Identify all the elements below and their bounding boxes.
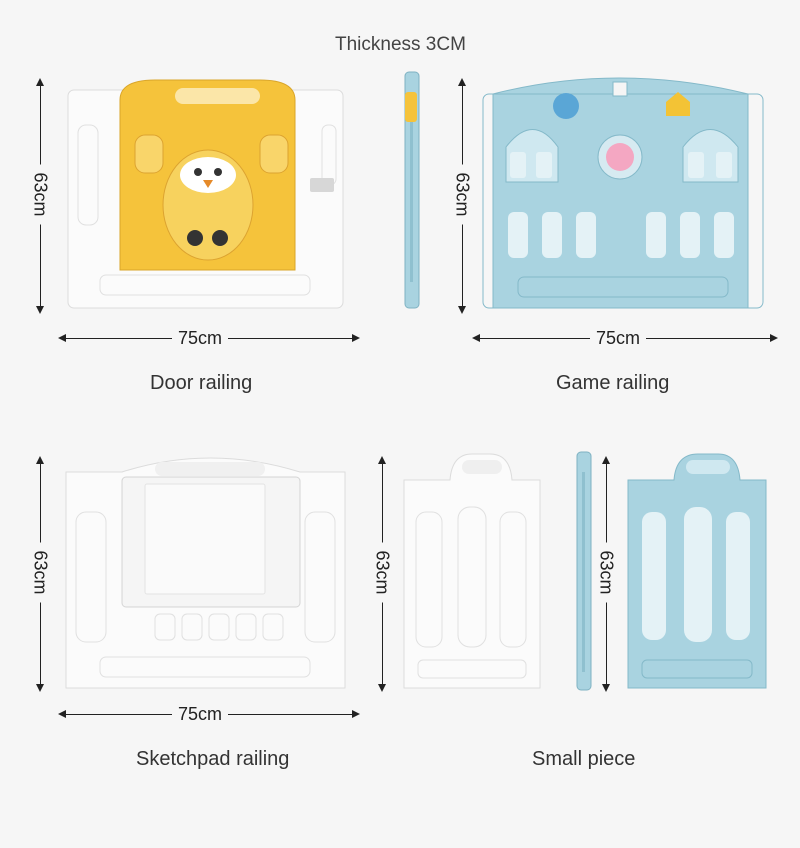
sketchpad-width-dimension: 75cm [58, 704, 360, 725]
small-piece-height-label: 63cm [371, 542, 393, 603]
door-width-label: 75cm [172, 328, 229, 349]
game-height-label: 63cm [451, 164, 473, 225]
door-railing-image [67, 79, 344, 309]
small-piece-caption: Small piece [532, 748, 636, 770]
small-piece-blue-height-label: 63cm [595, 542, 617, 603]
small-piece-blue-image [627, 453, 767, 689]
sketchpad-railing-caption: Sketchpad railing [136, 748, 290, 770]
sketchpad-railing-image [65, 457, 346, 689]
small-piece-height-dimension: 63cm [371, 456, 393, 692]
thickness-label: Thickness 3CM [335, 34, 466, 55]
door-height-label: 63cm [29, 164, 51, 225]
small-piece-blue-height-dimension: 63cm [595, 456, 617, 692]
sketchpad-height-dimension: 63cm [29, 456, 51, 692]
game-width-dimension: 75cm [472, 328, 778, 349]
door-height-dimension: 63cm [29, 78, 51, 314]
game-railing-image [482, 77, 764, 309]
door-railing-caption: Door railing [150, 372, 253, 394]
game-railing-caption: Game railing [556, 372, 670, 394]
door-width-dimension: 75cm [58, 328, 360, 349]
sketchpad-height-label: 63cm [29, 542, 51, 603]
game-height-dimension: 63cm [451, 78, 473, 314]
sketchpad-width-label: 75cm [172, 704, 229, 725]
small-piece-white-image [403, 453, 541, 689]
game-width-label: 75cm [590, 328, 647, 349]
door-side-view [404, 71, 420, 309]
small-piece-side-view [576, 451, 592, 691]
